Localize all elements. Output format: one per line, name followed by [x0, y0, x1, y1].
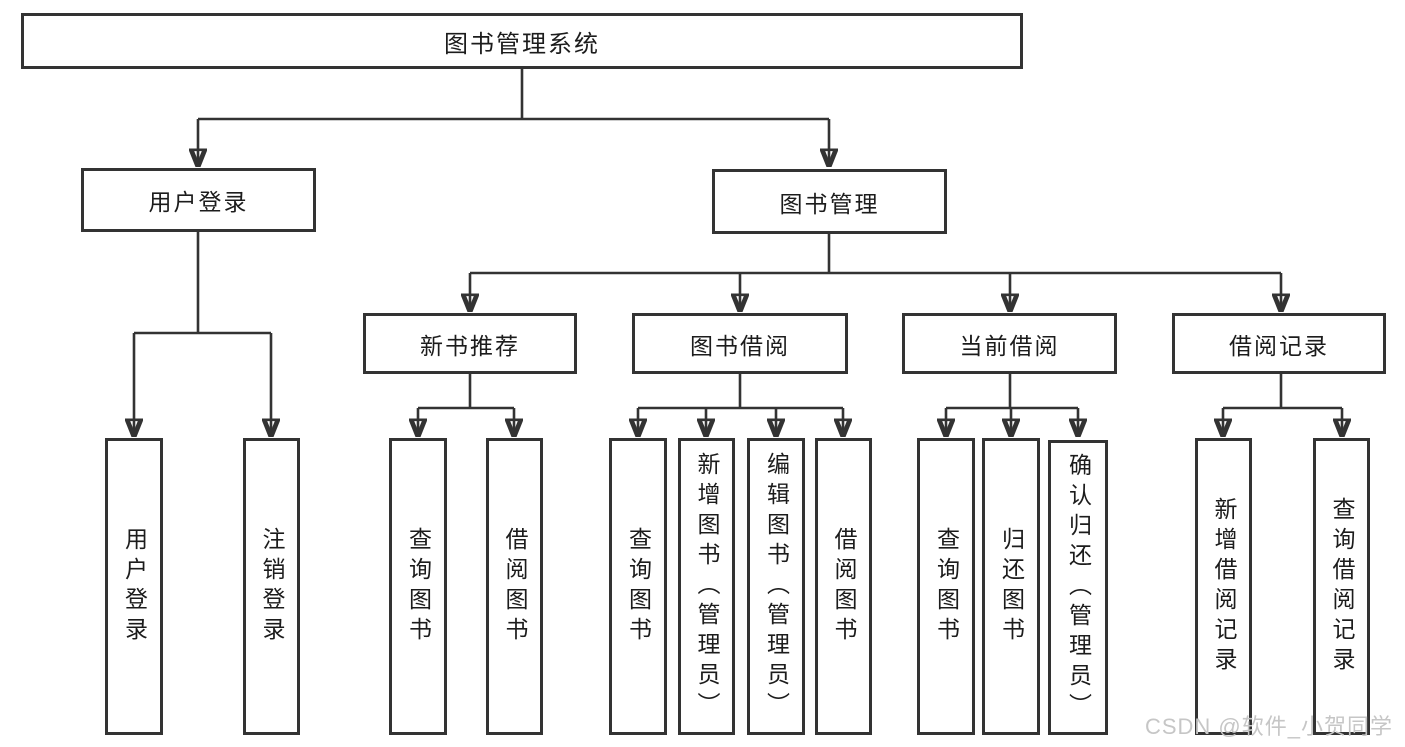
node-label: 查询图书 — [933, 526, 960, 647]
node-library-management-system: 图书管理系统 — [21, 13, 1023, 69]
leaf-confirm-return-admin: 确认归还（管理员） — [1048, 440, 1108, 735]
node-label: 编辑图书（管理员） — [763, 451, 790, 722]
node-book-borrowing: 图书借阅 — [632, 313, 848, 374]
leaf-edit-books-admin: 编辑图书（管理员） — [747, 438, 805, 735]
node-book-management: 图书管理 — [712, 169, 947, 234]
node-current-borrowing: 当前借阅 — [902, 313, 1117, 374]
node-borrowing-records: 借阅记录 — [1172, 313, 1386, 374]
leaf-logout: 注销登录 — [243, 438, 300, 735]
leaf-borrow-books: 借阅图书 — [815, 438, 872, 735]
node-label: 查询图书 — [625, 526, 652, 647]
node-label: 借阅图书 — [831, 526, 857, 647]
node-label: 新书推荐 — [420, 332, 520, 359]
node-label: 查询图书 — [405, 526, 432, 647]
leaf-query-books-borrowing: 查询图书 — [609, 438, 667, 735]
leaf-add-borrow-record: 新增借阅记录 — [1195, 438, 1252, 735]
leaf-add-books-admin: 新增图书（管理员） — [678, 438, 735, 735]
node-label: 归还图书 — [998, 526, 1025, 647]
leaf-query-books-current: 查询图书 — [917, 438, 975, 735]
node-label: 图书借阅 — [690, 332, 790, 359]
node-label: 注销登录 — [259, 526, 285, 647]
leaf-user-login: 用户登录 — [105, 438, 163, 735]
node-label: 新增借阅记录 — [1211, 496, 1237, 677]
node-label: 借阅记录 — [1229, 332, 1329, 359]
leaf-return-books: 归还图书 — [982, 438, 1040, 735]
node-label: 图书管理 — [779, 190, 880, 217]
node-user-login: 用户登录 — [81, 168, 316, 232]
node-label: 当前借阅 — [959, 332, 1060, 359]
node-new-book-recommend: 新书推荐 — [363, 313, 577, 374]
leaf-query-borrow-record: 查询借阅记录 — [1313, 438, 1370, 735]
node-label: 借阅图书 — [502, 526, 528, 647]
node-label: 查询借阅记录 — [1329, 496, 1355, 677]
watermark: CSDN @软件_小贺同学 — [1144, 714, 1393, 739]
node-label: 图书管理系统 — [444, 30, 600, 58]
node-label: 用户登录 — [148, 189, 249, 215]
node-label: 新增图书（管理员） — [694, 451, 720, 722]
leaf-query-books-recommend: 查询图书 — [389, 438, 447, 735]
leaf-borrow-books-recommend: 借阅图书 — [486, 438, 543, 735]
node-label: 用户登录 — [121, 526, 148, 647]
node-label: 确认归还（管理员） — [1065, 452, 1092, 723]
